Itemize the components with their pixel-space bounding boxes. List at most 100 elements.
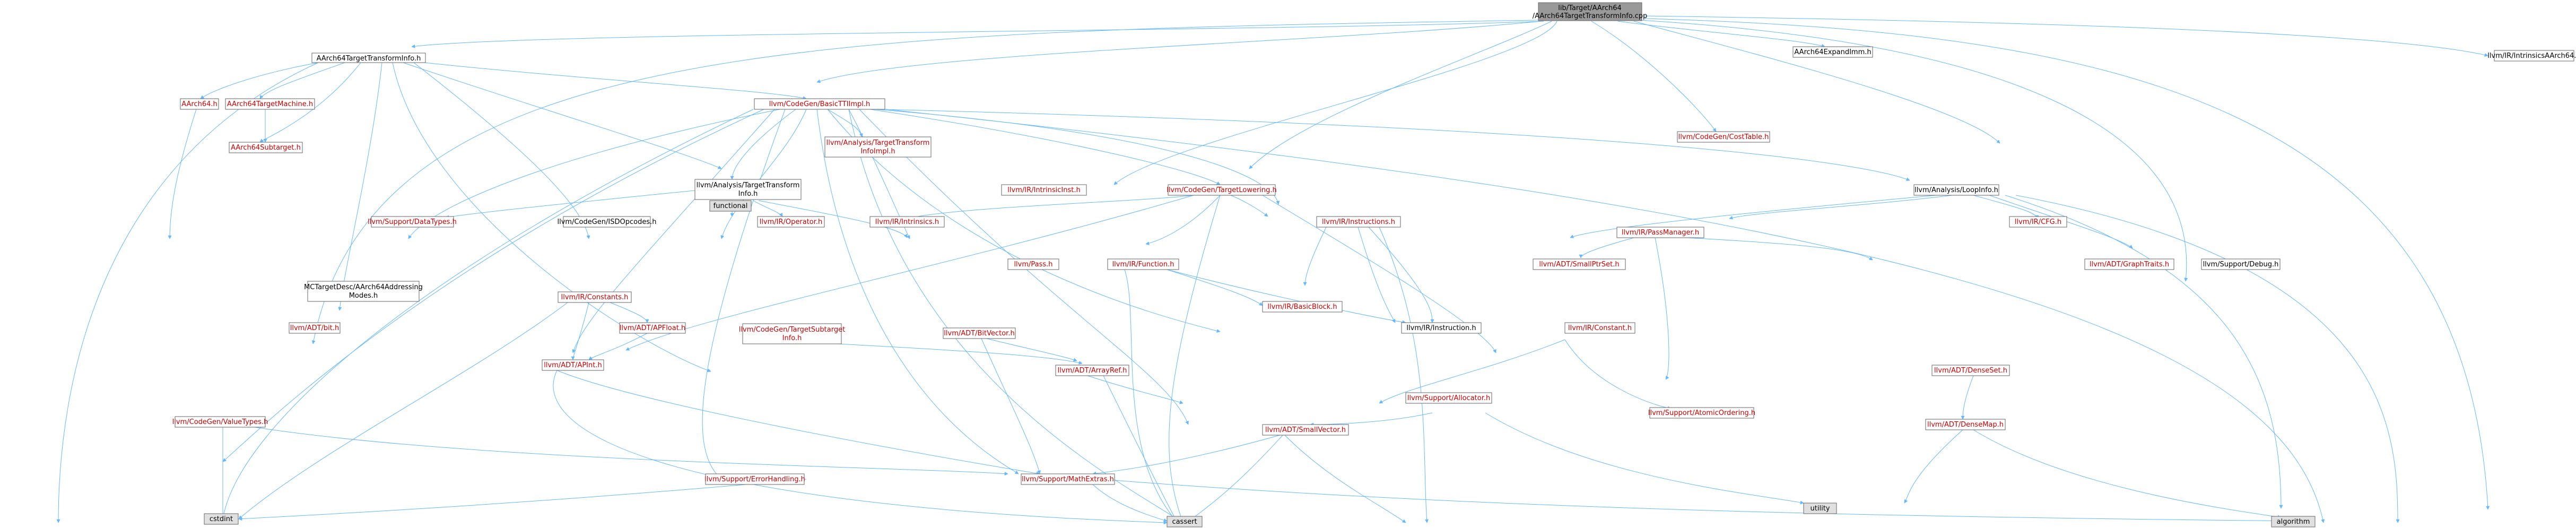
node-valuetypes-h[interactable]: llvm/CodeGen/ValueTypes.h — [172, 416, 268, 428]
svg-text:llvm/IR/CFG.h: llvm/IR/CFG.h — [2015, 218, 2061, 226]
node-pass-h[interactable]: llvm/Pass.h — [1007, 258, 1059, 270]
svg-text:utility: utility — [1811, 505, 1830, 513]
node-bit-h[interactable]: llvm/ADT/bit.h — [289, 322, 341, 334]
node-isdopcodes-h[interactable]: llvm/CodeGen/ISDOpcodes.h — [557, 216, 657, 228]
node-cstdint[interactable]: cstdint — [204, 513, 239, 525]
node-cassert[interactable]: cassert — [1167, 516, 1203, 527]
edge — [848, 109, 1183, 523]
node-loopinfo-h[interactable]: llvm/Analysis/LoopInfo.h — [1913, 184, 1999, 196]
svg-text:cassert: cassert — [1172, 518, 1197, 526]
edge — [413, 62, 590, 239]
svg-text:llvm/Support/Allocator.h: llvm/Support/Allocator.h — [1407, 394, 1491, 402]
edge — [238, 479, 807, 521]
node-targetlowering-h[interactable]: llvm/CodeGen/TargetLowering.h — [1167, 184, 1277, 196]
edge — [1103, 375, 1178, 523]
node-subtargetinfo-h[interactable]: llvm/CodeGen/TargetSubtarget Info.h — [739, 323, 845, 344]
node-bitvector-h[interactable]: llvm/ADT/BitVector.h — [943, 327, 1016, 339]
edge — [859, 109, 1189, 425]
edge — [200, 62, 319, 99]
node-smallptrset-h[interactable]: llvm/ADT/SmallPtrSet.h — [1533, 258, 1626, 270]
edge — [1113, 480, 2308, 523]
edge — [445, 189, 701, 219]
node-aarch64subtarget-h[interactable]: AArch64Subtarget.h — [229, 142, 303, 153]
node-arrayref-h[interactable]: llvm/ADT/ArrayRef.h — [1055, 365, 1129, 376]
root-file-node[interactable]: lib/Target/AArch64 /AArch64TargetTransfo… — [1533, 2, 1648, 21]
node-constant-h[interactable]: llvm/IR/Constant.h — [1564, 322, 1635, 334]
node-datatypes-h[interactable]: llvm/Support/DataTypes.h — [368, 216, 457, 228]
node-densemap-h[interactable]: llvm/ADT/DenseMap.h — [1925, 419, 2006, 430]
root-file-label-2: /AArch64TargetTransformInfo.cpp — [1533, 12, 1648, 20]
node-functional[interactable]: functional — [709, 200, 752, 212]
svg-text:llvm/IR/PassManager.h: llvm/IR/PassManager.h — [1622, 229, 1699, 237]
node-basicttiimpl-h[interactable]: llvm/CodeGen/BasicTTIImpl.h — [754, 98, 885, 110]
svg-text:Modes.h: Modes.h — [349, 292, 378, 300]
svg-text:llvm/IR/Operator.h: llvm/IR/Operator.h — [760, 218, 823, 226]
svg-text:AArch64TargetTransformInfo.h: AArch64TargetTransformInfo.h — [317, 55, 421, 63]
node-passmanager-h[interactable]: llvm/IR/PassManager.h — [1616, 227, 1704, 238]
svg-text:llvm/ADT/bit.h: llvm/ADT/bit.h — [290, 324, 340, 332]
edge — [720, 109, 807, 239]
node-denseset-h[interactable]: llvm/ADT/DenseSet.h — [1931, 365, 2010, 376]
node-intrinsicinst-h[interactable]: llvm/IR/IntrinsicInst.h — [1001, 184, 1087, 196]
edge — [1570, 195, 1937, 238]
svg-text:llvm/IR/Instruction.h: llvm/IR/Instruction.h — [1406, 324, 1476, 332]
node-operator-h[interactable]: llvm/IR/Operator.h — [757, 216, 825, 228]
node-tti-impl-h[interactable]: llvm/Analysis/TargetTransform InfoImpl.h — [824, 136, 932, 158]
node-allocator-h[interactable]: llvm/Support/Allocator.h — [1405, 392, 1492, 404]
svg-text:llvm/ADT/APFloat.h: llvm/ADT/APFloat.h — [620, 324, 685, 332]
node-mathextras-h[interactable]: llvm/Support/MathExtras.h — [1021, 473, 1115, 485]
svg-text:llvm/Support/Debug.h: llvm/Support/Debug.h — [2203, 261, 2279, 269]
svg-text:llvm/CodeGen/TargetSubtarget: llvm/CodeGen/TargetSubtarget — [739, 326, 845, 334]
node-costtable-h[interactable]: llvm/CodeGen/CostTable.h — [1677, 131, 1770, 143]
edge — [1113, 21, 1557, 185]
node-instructions-h[interactable]: llvm/IR/Instructions.h — [1316, 216, 1401, 228]
svg-text:llvm/IR/Instructions.h: llvm/IR/Instructions.h — [1322, 218, 1395, 226]
node-constants-h[interactable]: llvm/IR/Constants.h — [558, 291, 632, 303]
svg-text:llvm/Support/MathExtras.h: llvm/Support/MathExtras.h — [1022, 475, 1114, 483]
edge — [1169, 195, 1221, 523]
node-basicblock-h[interactable]: llvm/IR/BasicBlock.h — [1262, 301, 1343, 313]
edge — [827, 109, 1221, 333]
node-aarch64targetmachine-h[interactable]: AArch64TargetMachine.h — [225, 98, 315, 110]
node-function-h[interactable]: llvm/IR/Function.h — [1107, 258, 1179, 270]
svg-text:llvm/CodeGen/TargetLowering.h: llvm/CodeGen/TargetLowering.h — [1167, 186, 1277, 194]
node-aarch64tti-h[interactable]: AArch64TargetTransformInfo.h — [311, 53, 426, 63]
node-algorithm[interactable]: algorithm — [2271, 516, 2316, 527]
node-smallvector-h[interactable]: llvm/ADT/SmallVector.h — [1262, 424, 1349, 436]
node-expandimm-h[interactable]: AArch64ExpandImm.h — [1792, 46, 1873, 58]
node-atomicordering-h[interactable]: llvm/Support/AtomicOrdering.h — [1648, 407, 1755, 419]
node-apint-h[interactable]: llvm/ADT/APInt.h — [542, 359, 604, 371]
node-errorhandling-h[interactable]: llvm/Support/ErrorHandling.h — [704, 473, 805, 485]
node-debug-h[interactable]: llvm/Support/Debug.h — [2201, 258, 2281, 270]
svg-text:llvm/IR/Constants.h: llvm/IR/Constants.h — [561, 293, 629, 301]
node-graphtraits-h[interactable]: llvm/ADT/GraphTraits.h — [2084, 258, 2174, 270]
node-intrinsicsaarch64-h[interactable]: llvm/IR/IntrinsicsAArch64.h — [2487, 50, 2576, 62]
svg-text:functional: functional — [713, 202, 748, 210]
node-intrinsics-h[interactable]: llvm/IR/Intrinsics.h — [869, 216, 945, 228]
node-tti-h[interactable]: llvm/Analysis/TargetTransform Info.h — [694, 179, 802, 200]
edge — [1617, 21, 1825, 48]
node-utility[interactable]: utility — [1803, 503, 1837, 514]
node-mctargetdesc[interactable]: MCTargetDesc/AArch64Addressing Modes.h — [304, 281, 423, 302]
edge — [1249, 21, 1552, 169]
node-instruction-h[interactable]: llvm/IR/Instruction.h — [1401, 322, 1482, 334]
node-cfg-h[interactable]: llvm/IR/CFG.h — [2009, 216, 2067, 228]
edge — [1655, 237, 1669, 380]
node-apfloat-h[interactable]: llvm/ADT/APFloat.h — [619, 322, 686, 334]
edge — [1564, 339, 1672, 410]
svg-text:llvm/Analysis/LoopInfo.h: llvm/Analysis/LoopInfo.h — [1914, 186, 1998, 194]
edge — [1230, 195, 1268, 217]
edge — [1145, 195, 1221, 245]
edge — [392, 62, 711, 373]
edge — [1087, 375, 1183, 404]
edge — [424, 62, 807, 100]
svg-text:llvm/Analysis/TargetTransform: llvm/Analysis/TargetTransform — [697, 181, 800, 189]
edge — [1579, 237, 1634, 258]
svg-text:llvm/IR/IntrinsicInst.h: llvm/IR/IntrinsicInst.h — [1007, 186, 1080, 194]
edge — [1973, 195, 2039, 219]
edge — [338, 62, 382, 311]
node-aarch64-h[interactable]: AArch64.h — [180, 98, 219, 110]
svg-text:llvm/Support/ErrorHandling.h: llvm/Support/ErrorHandling.h — [704, 475, 805, 483]
edge — [1303, 227, 1327, 286]
svg-text:llvm/ADT/DenseSet.h: llvm/ADT/DenseSet.h — [1934, 367, 2007, 375]
